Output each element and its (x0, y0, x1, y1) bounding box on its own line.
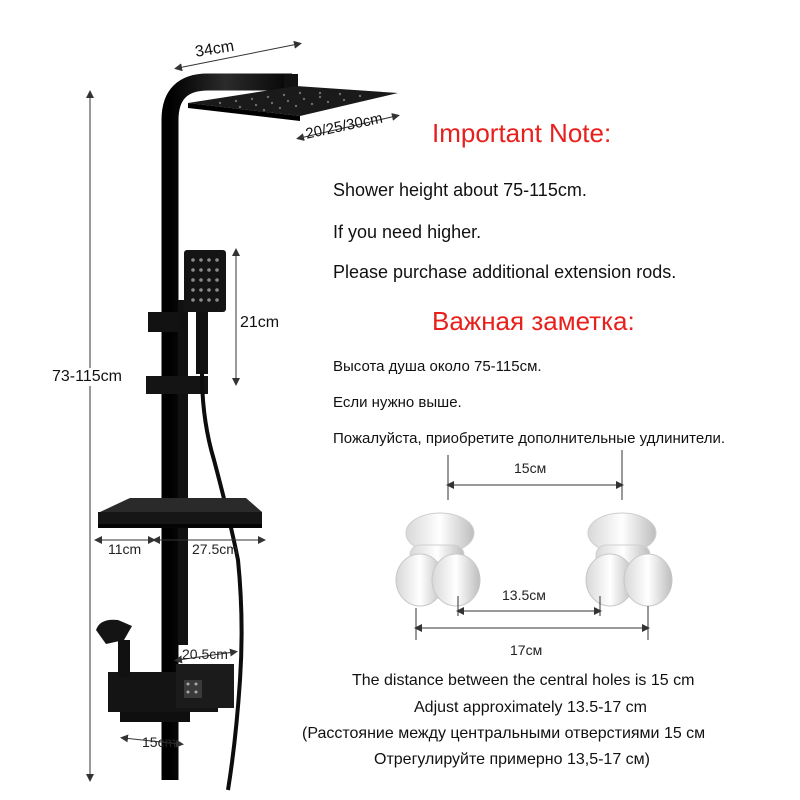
mixer-valve (108, 664, 234, 722)
hand-shower-holder (148, 312, 178, 332)
rain-shower-head (188, 86, 398, 121)
shower-riser-pipe (161, 73, 292, 780)
dimension-lines (86, 40, 400, 782)
bidet-sprayer (96, 619, 132, 678)
note-en-line-1: Shower height about 75-115cm. (333, 180, 587, 200)
note-ru-line-3: Пожалуйста, приобретите дополнительные у… (333, 430, 725, 447)
eccentric-connector-right (585, 512, 673, 607)
caption-line-1: The distance between the central holes i… (352, 672, 695, 689)
connector-mid-label: 13.5см (502, 587, 546, 603)
shelf (98, 498, 262, 528)
hand-shower-length-label: 21cm (240, 314, 280, 331)
caption-line-2: Adjust approximately 13.5-17 cm (414, 699, 647, 716)
connector-bottom-label: 17см (510, 642, 543, 658)
diverter-block (146, 376, 208, 394)
important-note-title: Important Note: (432, 118, 612, 148)
caption-line-4: Отрегулируйте примерно 13,5-17 см) (374, 751, 650, 768)
caption-line-3: (Расстояние между центральными отверстия… (302, 725, 706, 742)
note-ru-line-2: Если нужно выше. (333, 394, 462, 411)
eccentric-connector-left (395, 512, 481, 607)
connector-top-label: 15см (514, 460, 547, 476)
shower-hose (200, 373, 244, 791)
slide-bar (178, 300, 188, 645)
russian-note-title: Важная заметка: (432, 306, 635, 336)
hand-shower (184, 250, 226, 374)
note-ru-line-1: Высота душа около 75-115см. (333, 358, 542, 375)
spout-length-label: 20.5cm (182, 646, 228, 662)
shelf-right-label: 27.5cm (192, 541, 238, 557)
shelf-left-label: 11cm (108, 541, 142, 557)
height-label: 73-115cm (52, 368, 122, 386)
note-en-line-2: If you need higher. (333, 222, 482, 242)
note-en-line-3: Please purchase additional extension rod… (333, 262, 677, 282)
valve-width-label: 15cm (142, 734, 177, 750)
connector-dimension-lines (414, 450, 650, 640)
